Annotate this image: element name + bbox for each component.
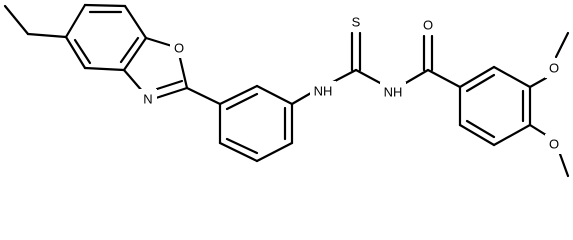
- bond-p4: [255, 141, 294, 163]
- thiourea-linker: [290, 31, 462, 106]
- chemical-structure-diagram: O N NH S NH O O O: [3, 3, 570, 178]
- bond-r5-inner: [465, 119, 496, 139]
- label-bg-o-methoxy-bottom: [545, 134, 563, 154]
- bond-b2: [83, 66, 126, 72]
- atom-label-methoxy-top-o: O: [549, 61, 559, 76]
- bond-p1-inner: [225, 92, 259, 111]
- label-bg-nh-left: [310, 81, 336, 101]
- bond-methoxy-bottom-ch3: [558, 152, 570, 178]
- bond-b3: [122, 36, 148, 72]
- atom-label-methoxy-bottom-o: O: [549, 137, 559, 152]
- bond-n-c: [122, 68, 145, 94]
- bond-b1-inner: [73, 38, 92, 65]
- methoxy-groups: [528, 31, 570, 178]
- label-bg-n: [139, 89, 157, 109]
- central-phenyl-ring: [185, 84, 294, 163]
- bond-methoxy-top-ch3: [554, 31, 570, 59]
- atom-label-oxazole-o: O: [174, 41, 184, 56]
- bond-b5: [83, 3, 127, 8]
- benzoxazole-benzene-ring: [64, 3, 148, 72]
- bond-p5-inner: [225, 137, 259, 155]
- bond-p2: [255, 84, 294, 106]
- label-bg-o: [170, 38, 188, 58]
- bond-r4: [492, 123, 532, 147]
- bond-c2-n: [154, 86, 189, 100]
- bond-p5: [218, 141, 259, 163]
- atom-label-oxazole-n: N: [143, 92, 152, 107]
- ethyl-group: [3, 4, 68, 39]
- bond-r5: [458, 123, 496, 147]
- bond-b1: [64, 35, 87, 70]
- bond-nh-cs: [331, 68, 358, 84]
- label-bg-nh-right: [380, 82, 406, 102]
- bond-o-c2: [178, 56, 189, 90]
- atom-label-carbonyl-o: O: [423, 18, 433, 33]
- bond-r2: [492, 65, 532, 89]
- bond-c-o: [144, 36, 174, 48]
- bond-b6: [64, 3, 87, 39]
- bond-b3-inner: [119, 36, 140, 64]
- bond-methoxy-top-o: [528, 76, 548, 89]
- bond-phenyl-nh: [290, 91, 313, 106]
- bond-co-aryl: [426, 68, 462, 89]
- bond-p1: [218, 84, 259, 106]
- bond-b4: [123, 4, 148, 40]
- bond-ethyl-ch2: [26, 32, 68, 39]
- label-bg-o-carbonyl: [419, 15, 437, 35]
- bond-c2-phenyl: [185, 86, 222, 106]
- atom-label-nh-right: NH: [384, 85, 403, 100]
- bond-ethyl-ch3: [3, 4, 30, 36]
- label-bg-o-methoxy-top: [545, 58, 563, 78]
- atom-labels: O N NH S NH O O O: [139, 12, 563, 154]
- dimethoxyphenyl-ring: [458, 65, 532, 147]
- atom-label-nh-left: NH: [314, 84, 333, 99]
- bond-r1: [458, 65, 496, 89]
- bond-nh-co: [402, 68, 430, 86]
- bond-c2-n-double: [155, 79, 184, 91]
- bond-methoxy-bottom-o: [528, 123, 548, 137]
- bond-r1-inner: [465, 73, 496, 93]
- label-bg-s: [347, 12, 365, 32]
- bond-cs-nh: [354, 68, 384, 86]
- atom-label-s: S: [352, 15, 361, 30]
- oxazole-ring: [122, 36, 189, 100]
